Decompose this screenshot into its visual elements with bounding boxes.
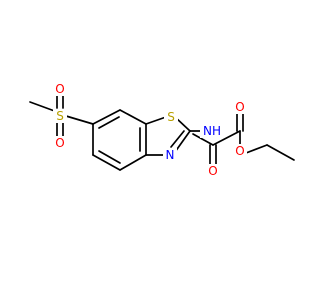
bond-amide-ester [212,130,241,146]
bond-benzene-4 [119,154,147,171]
bond-benzene-inner-1 [98,116,120,129]
atom-o-carbonyl: O [235,100,244,114]
atom-n-thiazole: N [166,148,175,162]
bond-benzene-1 [92,109,121,125]
atom-o-sulfonyl-top: O [55,82,64,96]
bond-s-ring [65,115,94,125]
atom-labels: S O O S N NH O O O [53,82,247,178]
bond-benzene-inner-3 [98,150,121,164]
bond-thiazole-c2-n [174,130,191,153]
atom-o-amide: O [208,164,217,178]
bond-o-ch2 [245,144,268,154]
molecule-diagram: S O O S N NH O O O [29,82,295,178]
atom-o-sulfonyl-bottom: O [55,136,64,150]
atom-s-thiazole: S [167,110,175,124]
structure-canvas: S O O S N NH O O O [29,82,295,178]
atom-s-sulfonyl: S [56,109,64,123]
bond-thiazole-c-s [145,116,167,125]
atom-nh: NH [203,124,221,138]
bond-nh-c-amide [192,133,214,146]
bond-benzene-5 [92,154,121,171]
bond-thiazole-c2-n-double [170,130,185,148]
bonds [29,94,295,171]
atom-o-ester: O [235,144,244,158]
bond-benzene-2 [119,109,147,125]
bond-ch2-ch3 [266,144,295,161]
